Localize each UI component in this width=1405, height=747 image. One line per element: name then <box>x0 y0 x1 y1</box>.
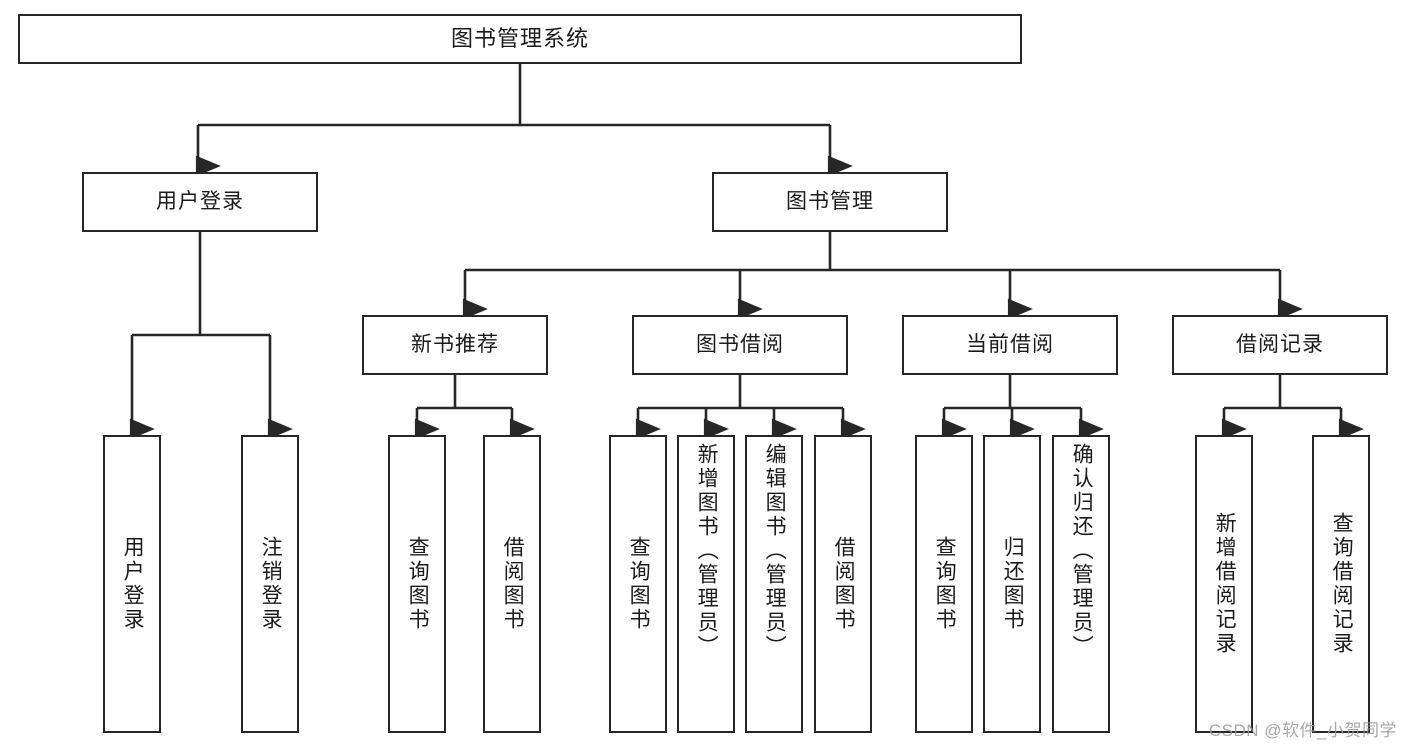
node-label: 图书管理 <box>786 189 874 213</box>
leaf-query-book-3[interactable]: 查询图书 <box>915 435 973 733</box>
node-label: 确认归还（管理员） <box>1070 443 1094 659</box>
watermark: CSDN @软件_小贺同学 <box>1208 721 1397 740</box>
node-label: 查询图书 <box>933 536 957 632</box>
leaf-borrow-book-2[interactable]: 借阅图书 <box>814 435 872 733</box>
node-book-borrow[interactable]: 图书借阅 <box>632 315 848 375</box>
node-label: 当前借阅 <box>966 332 1054 356</box>
leaf-borrow-book-1[interactable]: 借阅图书 <box>483 435 541 733</box>
node-book-manage[interactable]: 图书管理 <box>712 172 948 232</box>
node-borrow-record[interactable]: 借阅记录 <box>1172 315 1388 375</box>
leaf-edit-book-admin[interactable]: 编辑图书（管理员） <box>745 435 803 733</box>
leaf-query-borrow-record[interactable]: 查询借阅记录 <box>1312 435 1370 733</box>
leaf-query-book-1[interactable]: 查询图书 <box>388 435 446 733</box>
node-label: 新书推荐 <box>411 332 499 356</box>
node-label: 用户登录 <box>156 189 244 213</box>
node-label: 用户登录 <box>121 536 145 632</box>
leaf-confirm-return-admin[interactable]: 确认归还（管理员） <box>1052 435 1110 733</box>
node-label: 查询借阅记录 <box>1330 512 1354 656</box>
node-root-system[interactable]: 图书管理系统 <box>18 14 1022 64</box>
leaf-add-borrow-record[interactable]: 新增借阅记录 <box>1195 435 1253 733</box>
node-user-login[interactable]: 用户登录 <box>82 172 318 232</box>
node-new-book-recommend[interactable]: 新书推荐 <box>362 315 548 375</box>
node-label: 新增借阅记录 <box>1213 512 1237 656</box>
node-label: 查询图书 <box>406 536 430 632</box>
node-label: 图书借阅 <box>696 332 784 356</box>
leaf-user-login[interactable]: 用户登录 <box>103 435 161 733</box>
node-label: 注销登录 <box>259 536 283 632</box>
node-label: 归还图书 <box>1001 536 1025 632</box>
node-label: 查询图书 <box>627 536 651 632</box>
node-label: 图书管理系统 <box>450 26 589 52</box>
leaf-return-book[interactable]: 归还图书 <box>983 435 1041 733</box>
node-label: 借阅图书 <box>501 536 525 632</box>
leaf-logout-login[interactable]: 注销登录 <box>241 435 299 733</box>
node-current-borrow[interactable]: 当前借阅 <box>902 315 1118 375</box>
node-label: 借阅记录 <box>1236 332 1324 356</box>
leaf-query-book-2[interactable]: 查询图书 <box>609 435 667 733</box>
node-label: 编辑图书（管理员） <box>763 443 787 659</box>
node-label: 新增图书（管理员） <box>695 443 719 659</box>
leaf-add-book-admin[interactable]: 新增图书（管理员） <box>677 435 735 733</box>
node-label: 借阅图书 <box>832 536 856 632</box>
